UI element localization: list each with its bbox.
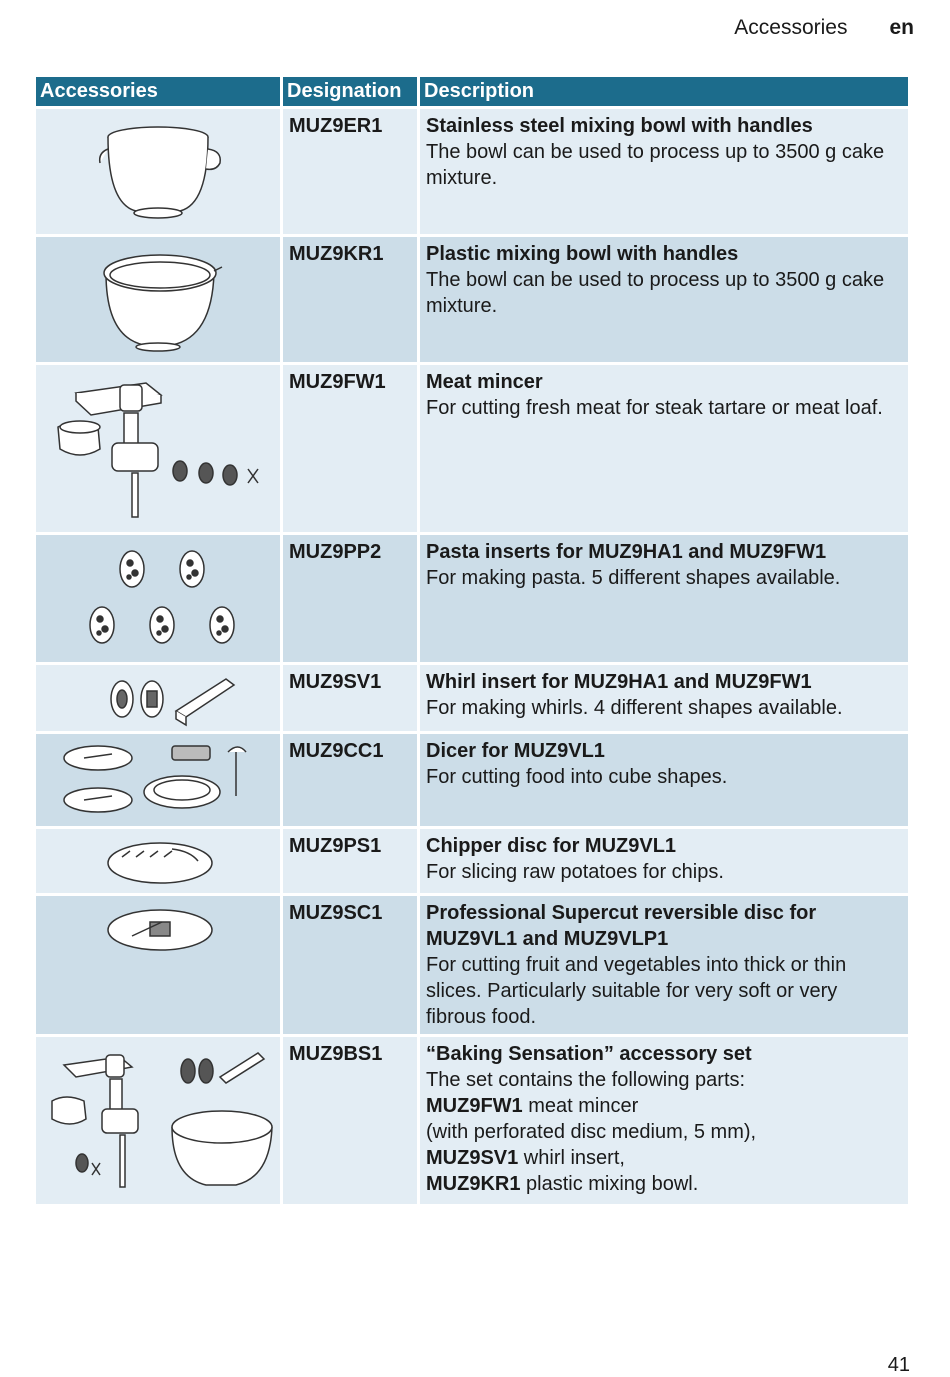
table-row: MUZ9KR1 Plastic mixing bowl with handles…: [36, 237, 908, 362]
accessories-table: Accessories Designation Description MUZ9…: [33, 74, 911, 1207]
description-cell: “Baking Sensation” accessory set The set…: [420, 1037, 908, 1204]
plastic-bowl-icon: [36, 237, 280, 362]
set-part-line: MUZ9KR1 plastic mixing bowl.: [426, 1173, 699, 1195]
description-text: For slicing raw potatoes for chips.: [426, 861, 724, 883]
table-header-row: Accessories Designation Description: [36, 77, 908, 106]
designation-cell: MUZ9FW1: [283, 365, 417, 532]
description-title: Pasta inserts for MUZ9HA1 and MUZ9FW1: [426, 541, 827, 563]
description-cell: Whirl insert for MUZ9HA1 and MUZ9FW1 For…: [420, 665, 908, 731]
meat-mincer-icon: [36, 365, 280, 532]
description-cell: Meat mincer For cutting fresh meat for s…: [420, 365, 908, 532]
description-text: For making whirls. 4 different shapes av…: [426, 697, 843, 719]
description-text: The bowl can be used to process up to 35…: [426, 269, 885, 317]
set-part-line: MUZ9SV1 whirl insert,: [426, 1147, 625, 1169]
description-cell: Dicer for MUZ9VL1 For cutting food into …: [420, 734, 908, 826]
description-cell: Pasta inserts for MUZ9HA1 and MUZ9FW1 Fo…: [420, 535, 908, 662]
table-row: MUZ9ER1 Stainless steel mixing bowl with…: [36, 109, 908, 234]
description-cell: Chipper disc for MUZ9VL1 For slicing raw…: [420, 829, 908, 893]
set-part-line: MUZ9FW1 meat mincer: [426, 1095, 639, 1117]
designation-cell: MUZ9PP2: [283, 535, 417, 662]
running-head-lang: en: [889, 16, 914, 39]
set-part-line: (with perforated disc medium, 5 mm),: [426, 1121, 757, 1143]
designation-cell: MUZ9BS1: [283, 1037, 417, 1204]
description-text: For cutting food into cube shapes.: [426, 766, 728, 788]
description-text: For making pasta. 5 different shapes ava…: [426, 567, 841, 589]
supercut-disc-icon: [36, 896, 280, 1034]
designation-cell: MUZ9ER1: [283, 109, 417, 234]
baking-set-icon: [36, 1037, 280, 1204]
description-cell: Professional Supercut reversible disc fo…: [420, 896, 908, 1034]
description-title: Plastic mixing bowl with handles: [426, 243, 739, 265]
stainless-bowl-icon: [36, 109, 280, 234]
whirl-insert-icon: [36, 665, 280, 731]
table-row: MUZ9FW1 Meat mincer For cutting fresh me…: [36, 365, 908, 532]
running-head: Accessories en: [734, 16, 914, 40]
pasta-inserts-icon: [36, 535, 280, 662]
description-cell: Plastic mixing bowl with handles The bow…: [420, 237, 908, 362]
description-title: Whirl insert for MUZ9HA1 and MUZ9FW1: [426, 671, 812, 693]
description-title: Meat mincer: [426, 371, 543, 393]
header-accessories: Accessories: [36, 77, 280, 106]
table-row: MUZ9BS1 “Baking Sensation” accessory set…: [36, 1037, 908, 1204]
description-text: The bowl can be used to process up to 35…: [426, 141, 885, 189]
description-title: Professional Supercut reversible disc fo…: [426, 902, 817, 950]
description-title: Chipper disc for MUZ9VL1: [426, 835, 677, 857]
description-title: Dicer for MUZ9VL1: [426, 740, 605, 762]
table-row: MUZ9PS1 Chipper disc for MUZ9VL1 For sli…: [36, 829, 908, 893]
designation-cell: MUZ9PS1: [283, 829, 417, 893]
header-designation: Designation: [283, 77, 417, 106]
chipper-disc-icon: [36, 829, 280, 893]
description-text: For cutting fruit and vegetables into th…: [426, 954, 847, 1028]
page-number: 41: [887, 1354, 910, 1376]
table-row: MUZ9SV1 Whirl insert for MUZ9HA1 and MUZ…: [36, 665, 908, 731]
description-title: Stainless steel mixing bowl with handles: [426, 115, 813, 137]
description-text: The set contains the following parts:: [426, 1069, 746, 1091]
header-description: Description: [420, 77, 908, 106]
table-row: MUZ9CC1 Dicer for MUZ9VL1 For cutting fo…: [36, 734, 908, 826]
description-text: For cutting fresh meat for steak tartare…: [426, 397, 883, 419]
running-head-section: Accessories: [734, 16, 848, 39]
description-cell: Stainless steel mixing bowl with handles…: [420, 109, 908, 234]
description-title: “Baking Sensation” accessory set: [426, 1043, 752, 1065]
designation-cell: MUZ9KR1: [283, 237, 417, 362]
table-row: MUZ9PP2 Pasta inserts for MUZ9HA1 and MU…: [36, 535, 908, 662]
designation-cell: MUZ9CC1: [283, 734, 417, 826]
table-row: MUZ9SC1 Professional Supercut reversible…: [36, 896, 908, 1034]
designation-cell: MUZ9SV1: [283, 665, 417, 731]
dicer-icon: [36, 734, 280, 826]
designation-cell: MUZ9SC1: [283, 896, 417, 1034]
